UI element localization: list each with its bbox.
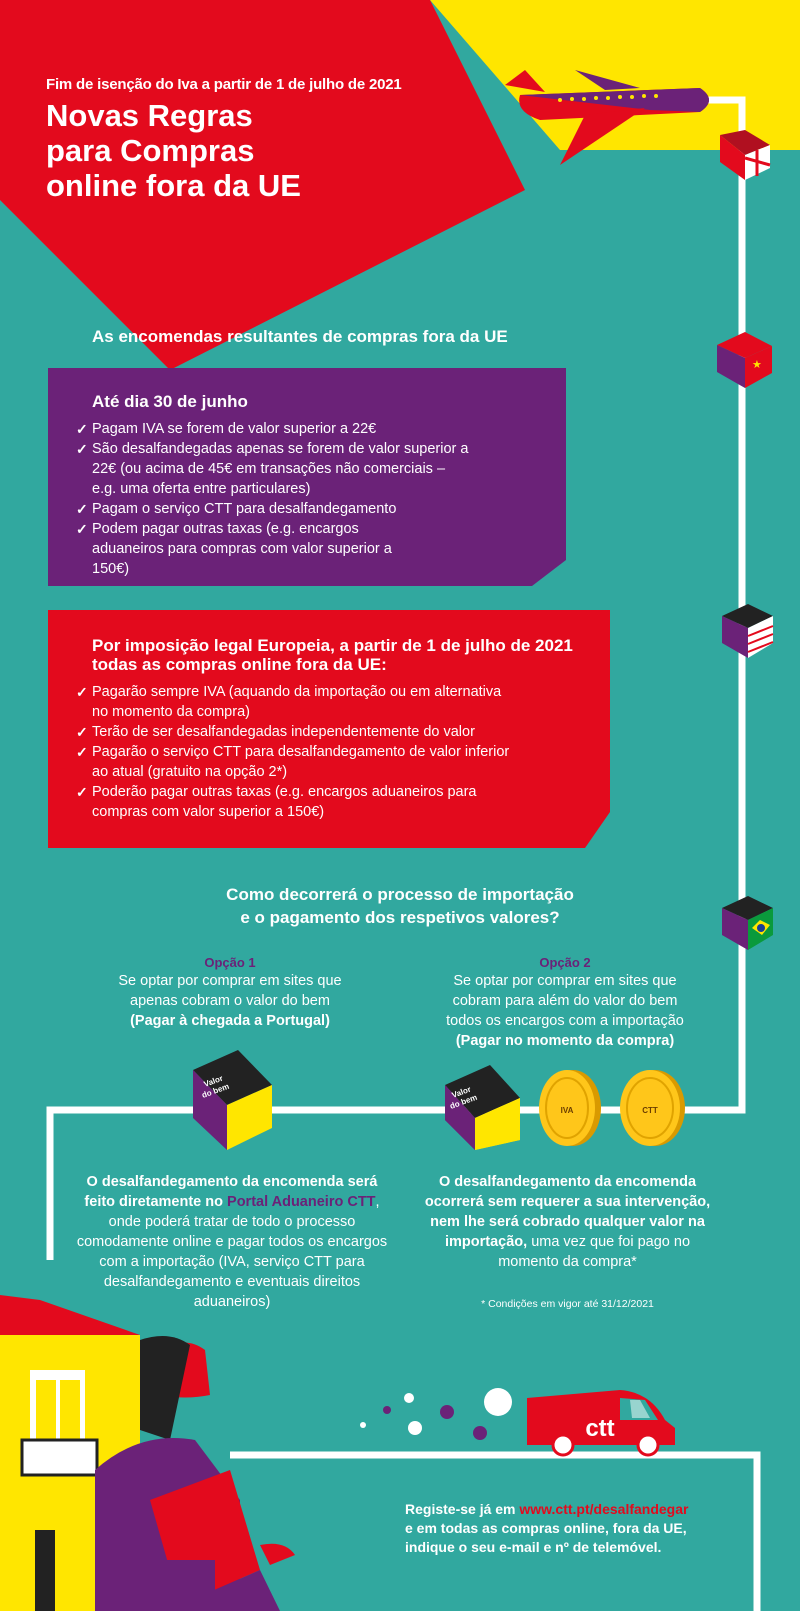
- china-flag-cube-icon: ★: [717, 332, 772, 388]
- conditions-note: * Condições em vigor até 31/12/2021: [481, 1298, 654, 1310]
- box2-item: ✓Pagarão o serviço CTT para desalfandega…: [76, 744, 510, 780]
- question-line-1: Como decorrerá o processo de importação: [226, 885, 574, 904]
- option2-bold: (Pagar no momento da compra): [455, 1033, 675, 1049]
- option2-line-1: Se optar por comprar em sites que: [453, 973, 677, 989]
- check-icon: ✓: [76, 441, 88, 457]
- yellow-corner-shape: [430, 0, 800, 150]
- title-line-2: para Compras: [46, 133, 255, 168]
- usa-flag-cube-icon: [722, 604, 774, 658]
- ctt-van-icon: [527, 1390, 675, 1457]
- title-line-3: online fora da UE: [46, 168, 301, 203]
- header-kicker: Fim de isenção do Iva a partir de 1 de j…: [46, 76, 402, 93]
- option2-label: Opção 2: [539, 955, 591, 970]
- option2-result-text: uma vez que foi pago no momento da compr…: [498, 1234, 691, 1270]
- box2-list: ✓Pagarão sempre IVA (aquando da importaç…: [76, 682, 610, 822]
- box1-item: ✓São desalfandegadas apenas se forem de …: [76, 441, 469, 497]
- box1-item: ✓Pagam o serviço CTT para desalfandegame…: [76, 501, 397, 517]
- red-header-shape: [0, 0, 525, 370]
- decorative-dots: [360, 1388, 512, 1440]
- check-icon: ✓: [76, 784, 88, 800]
- box2-item: ✓Terão de ser desalfandegadas independen…: [76, 724, 475, 740]
- portal-aduaneiro-link[interactable]: Portal Aduaneiro CTT: [227, 1194, 376, 1210]
- van-ctt-logo: ctt: [585, 1415, 614, 1442]
- cta-line-2: e em todas as compras online, fora da UE…: [405, 1520, 687, 1536]
- box1-list: ✓Pagam IVA se forem de valor superior a …: [76, 419, 550, 579]
- desalfandegar-link[interactable]: www.ctt.pt/desalfandegar: [519, 1501, 689, 1517]
- option1-line-2: apenas cobram o valor do bem: [130, 993, 330, 1009]
- option1-result-lead: O desalfandegamento da encomenda será fe…: [84, 1174, 378, 1210]
- box2-item: ✓Poderão pagar outras taxas (e.g. encarg…: [76, 784, 477, 820]
- title-line-1: Novas Regras: [46, 98, 253, 133]
- cta-lead: Registe-se já em: [405, 1501, 520, 1517]
- check-icon: ✓: [76, 421, 88, 437]
- option2-cube-icon: Valor do bem: [445, 1065, 520, 1150]
- option1-cube-icon: Valor do bem: [193, 1050, 272, 1150]
- box2-from-july: Por imposição legal Europeia, a partir d…: [50, 636, 610, 822]
- option1-bold: (Pagar à chegada a Portugal): [130, 1013, 330, 1029]
- option1-label: Opção 1: [204, 955, 256, 970]
- route-line-bottom: [230, 1451, 761, 1611]
- box1-item: ✓Podem pagar outras taxas (e.g. encargos…: [76, 521, 392, 577]
- iva-coin-label: IVA: [561, 1106, 574, 1115]
- page-title: Novas Regras para Compras online fora da…: [46, 98, 346, 203]
- person-illustration: [95, 1336, 295, 1611]
- option2-result: O desalfandegamento da encomenda ocorrer…: [415, 1172, 720, 1272]
- option2-line-2: cobram para além do valor do bem: [452, 993, 678, 1009]
- option1-result: O desalfandegamento da encomenda será fe…: [72, 1172, 392, 1312]
- option1-line-1: Se optar por comprar em sites que: [118, 973, 342, 989]
- box1-background: [48, 368, 566, 586]
- box2-heading: Por imposição legal Europeia, a partir d…: [92, 636, 573, 674]
- check-icon: ✓: [76, 724, 88, 740]
- intro-heading: As encomendas resultantes de compras for…: [92, 327, 508, 346]
- option1-description: Opção 1 Se optar por comprar em sites qu…: [80, 955, 380, 1031]
- ctt-coin-label: CTT: [642, 1106, 658, 1115]
- cta-line-3: indique o seu e-mail e nº de telemóvel.: [405, 1539, 662, 1555]
- svg-text:★: ★: [752, 359, 762, 371]
- register-cta: Registe-se já em www.ctt.pt/desalfandega…: [405, 1500, 688, 1557]
- box2-background: [48, 610, 610, 848]
- box2-item: ✓Pagarão sempre IVA (aquando da importaç…: [76, 684, 502, 720]
- box1-item: ✓Pagam IVA se forem de valor superior a …: [76, 421, 377, 437]
- process-question: Como decorrerá o processo de importação …: [0, 883, 800, 929]
- airplane-icon: [505, 70, 709, 165]
- option1-result-text: , onde poderá tratar de todo o processo …: [76, 1194, 388, 1310]
- uk-flag-cube-icon: [720, 130, 771, 180]
- check-icon: ✓: [76, 684, 88, 700]
- option2-line-3: todos os encargos com a importação: [446, 1013, 684, 1029]
- ctt-coin-icon: [620, 1070, 685, 1146]
- check-icon: ✓: [76, 744, 88, 760]
- brazil-flag-cube-icon: [722, 896, 773, 950]
- check-icon: ✓: [76, 521, 88, 537]
- iva-coin-icon: [539, 1070, 601, 1146]
- option2-result-lead: O desalfandegamento da encomenda ocorrer…: [424, 1174, 711, 1250]
- check-icon: ✓: [76, 501, 88, 517]
- box1-until-june: Até dia 30 de junho ✓Pagam IVA se forem …: [50, 392, 550, 579]
- option2-description: Opção 2 Se optar por comprar em sites qu…: [415, 955, 715, 1051]
- box1-heading: Até dia 30 de junho: [92, 392, 248, 411]
- question-line-2: e o pagamento dos respetivos valores?: [240, 908, 560, 927]
